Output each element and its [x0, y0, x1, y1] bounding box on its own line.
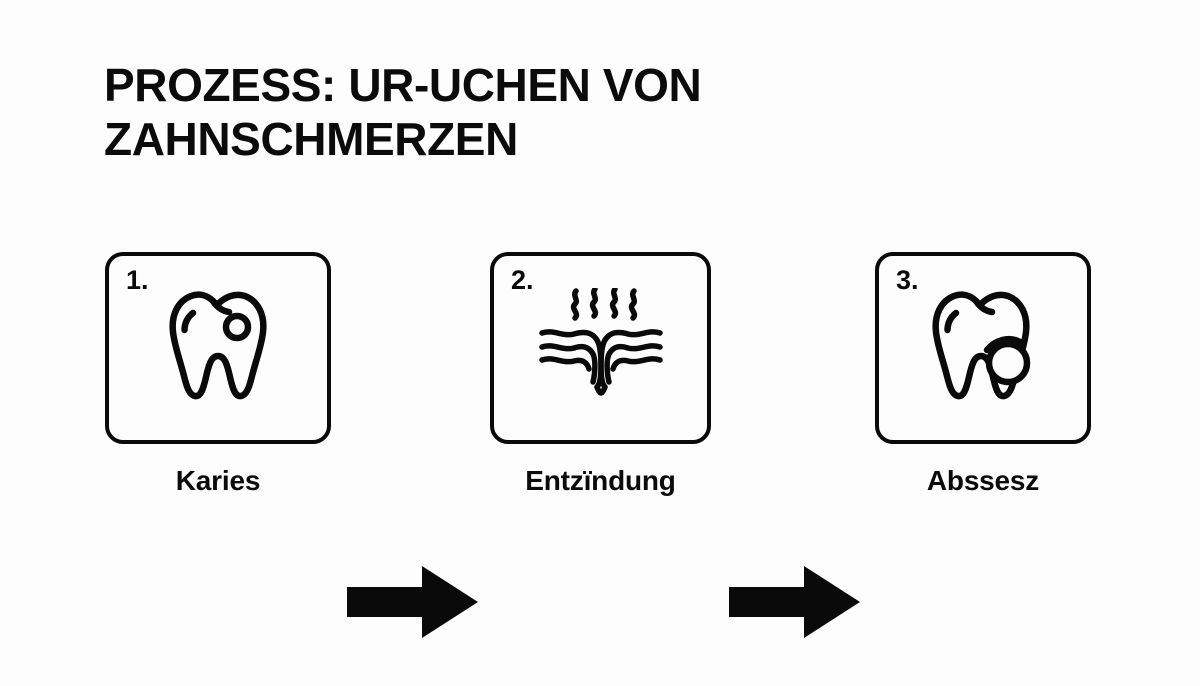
tooth-with-cavity-icon [109, 288, 327, 404]
step-label-1: Karies [175, 465, 261, 496]
step-number-3: 3. [896, 265, 919, 295]
step-label-3: Abssesz [926, 465, 1040, 496]
process-step-2[interactable]: 2. [490, 252, 711, 498]
page-title-line-2: ZAHNSCHMERZEN [104, 113, 518, 165]
process-step-3[interactable]: 3. Abssesz [875, 252, 1091, 498]
step-card-3[interactable]: 3. [875, 252, 1091, 444]
page-title: PROZESS: UR-UCHEN VON ZAHNSCHMERZEN [104, 58, 964, 166]
arrow-right-icon-2 [729, 566, 860, 638]
step-number-2: 2. [511, 265, 534, 295]
process-flow: 1. Karies [0, 252, 1200, 638]
step-card-1[interactable]: 1. [105, 252, 331, 444]
step-card-2[interactable]: 2. [490, 252, 711, 444]
inflamed-pore-waves-icon [494, 288, 707, 400]
step-label-2: Entzïndung [525, 465, 676, 496]
tooth-with-abscess-icon [879, 288, 1087, 404]
page-title-line-1: PROZESS: UR-UCHEN VON [104, 59, 702, 111]
step-number-1: 1. [126, 265, 149, 295]
arrow-right-icon-1 [347, 566, 478, 638]
process-step-1[interactable]: 1. Karies [105, 252, 331, 498]
